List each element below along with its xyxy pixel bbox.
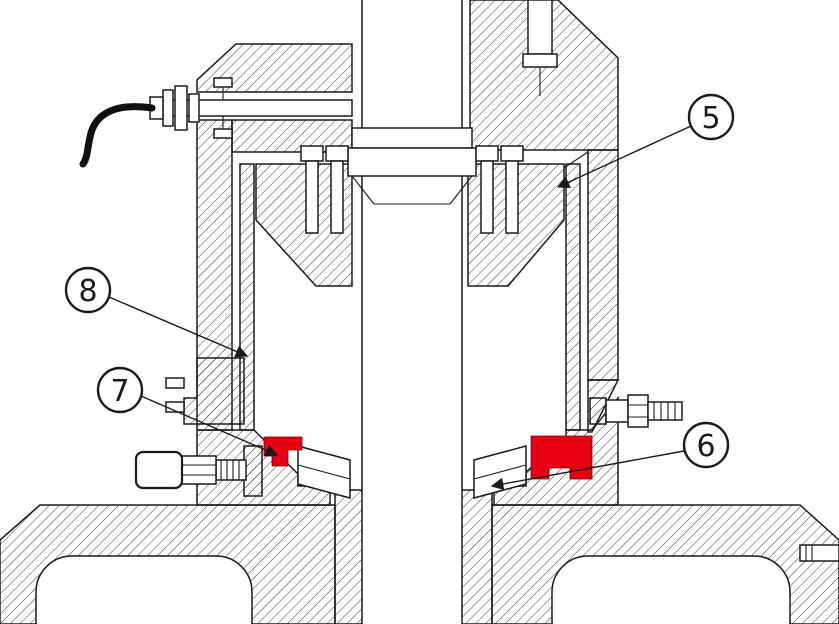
pipe-channel: [527, 0, 553, 55]
stud-nut: [475, 145, 499, 162]
probe-bolt-bottom: [213, 128, 233, 139]
stud-shaft: [330, 160, 344, 234]
callout-balloon-8: 8: [64, 266, 112, 314]
top-cap-left: [196, 43, 353, 93]
probe-connector-collar: [188, 93, 200, 123]
shaft-collar: [347, 147, 477, 177]
inner-sleeve-right: [565, 163, 581, 431]
probe-cable: [79, 103, 156, 168]
collar-chamfer-left: [351, 175, 375, 205]
collar-chamfer-right: [449, 175, 473, 205]
shaft-collar-upper: [351, 127, 473, 149]
carrier-chamfer-right: [563, 151, 589, 169]
left-sensor: [134, 445, 263, 497]
studs: [300, 145, 524, 234]
lube-pipe: [522, 0, 558, 96]
stud-shaft: [305, 160, 319, 234]
balloon-label-5: 5: [701, 101, 720, 136]
sensor-body: [134, 450, 184, 490]
fitting-hex: [627, 394, 649, 428]
shaft: [347, 0, 477, 624]
roller-bearings: [297, 445, 527, 499]
callout-balloon-6: 6: [682, 421, 730, 469]
balloon-circle-5: [687, 93, 735, 141]
base-cutout-right: [551, 555, 791, 624]
sensor-hex: [181, 455, 217, 485]
leader-7: [140, 395, 279, 457]
pipe-fitting: [522, 53, 558, 68]
probe-connector-body: [174, 85, 188, 131]
top-cap-right: [469, 0, 619, 151]
balloon-circle-8: [64, 266, 112, 314]
left-bracket: [165, 357, 245, 425]
shaft-body: [362, 0, 462, 624]
probe-bolt-top: [213, 77, 233, 88]
balloon-circle-7: [96, 366, 144, 414]
stud-shaft: [505, 160, 519, 234]
roller-right-split: [473, 464, 527, 480]
balloon-circle-6: [682, 421, 730, 469]
stud-nut: [325, 145, 349, 162]
stud-nut: [500, 145, 524, 162]
balloon-label-8: 8: [78, 274, 97, 309]
callouts: 5 8 7 6: [64, 93, 735, 491]
fitting-boss: [589, 397, 607, 425]
leader-6: [490, 450, 685, 491]
stud-nut: [300, 145, 324, 162]
right-fitting: [589, 394, 683, 428]
seal-highlight-right: [530, 435, 593, 480]
callout-balloon-5: 5: [687, 93, 735, 141]
probe-connector-plate: [162, 89, 174, 127]
stud-shaft: [480, 160, 494, 234]
base-side-bolt: [799, 544, 839, 562]
callout-balloon-7: 7: [96, 366, 144, 414]
outer-wall-right: [587, 149, 619, 381]
roller-left-split: [297, 464, 351, 480]
balloon-label-7: 7: [110, 374, 129, 409]
bracket-bolt-upper: [165, 377, 185, 389]
seal-highlights: [263, 435, 593, 480]
leader-8: [108, 296, 249, 358]
bracket-body: [183, 357, 245, 425]
fitting-body: [605, 399, 629, 423]
balloon-label-6: 6: [696, 429, 715, 464]
base-cutout-left: [35, 555, 253, 624]
leader-5: [556, 125, 692, 188]
fitting-thread: [647, 401, 683, 421]
probe-assembly: [79, 77, 353, 168]
